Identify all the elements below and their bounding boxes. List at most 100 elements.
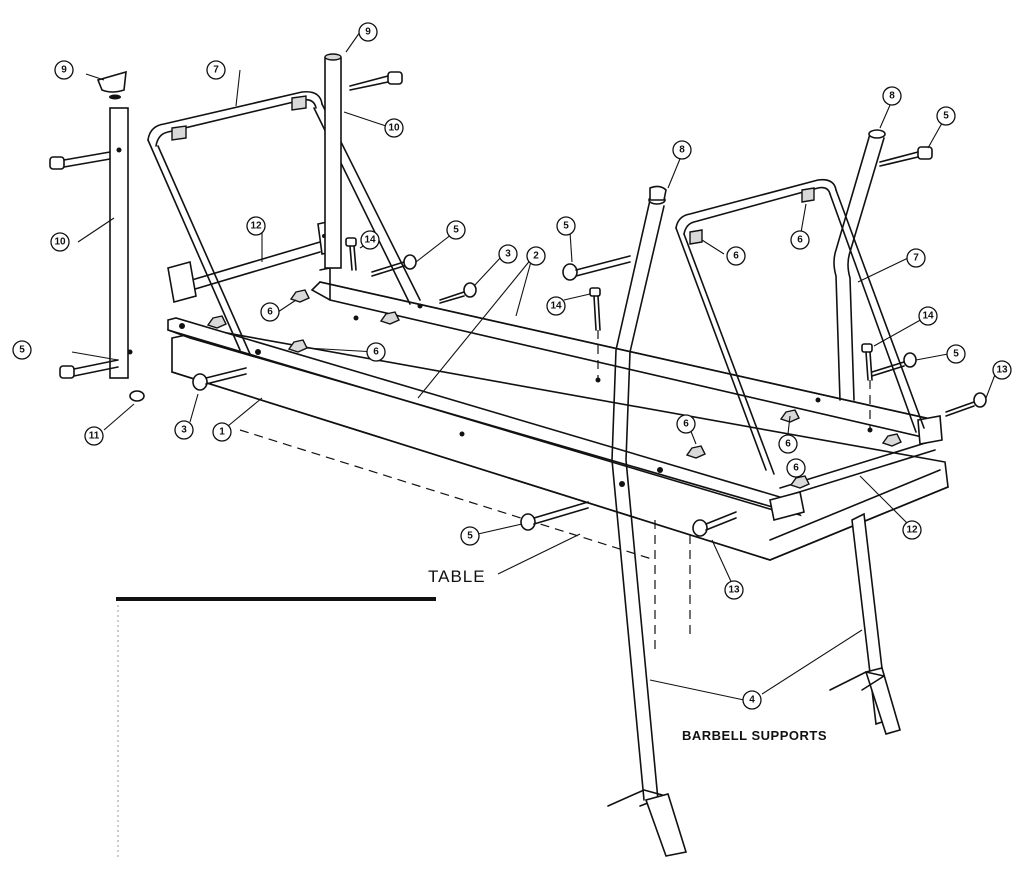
svg-text:3: 3 [181, 425, 187, 436]
svg-text:12: 12 [250, 221, 262, 232]
svg-text:6: 6 [793, 463, 799, 474]
callout-5-bottom: 5 [460, 526, 480, 546]
callout-10-left: 10 [50, 232, 70, 252]
svg-text:11: 11 [89, 431, 100, 442]
callout-6-center: 6 [676, 414, 696, 434]
bolt-14-left [345, 237, 357, 271]
callout-13-bottom: 13 [724, 580, 744, 600]
svg-text:12: 12 [906, 525, 918, 536]
barbell-supports-label: BARBELL SUPPORTS [682, 728, 827, 743]
svg-text:5: 5 [563, 221, 569, 232]
callout-5-center: 5 [446, 220, 466, 240]
svg-text:5: 5 [943, 111, 949, 122]
svg-text:7: 7 [213, 65, 219, 76]
callout-2: 2 [526, 246, 546, 266]
right-backrest-frame [675, 178, 925, 475]
bolt-top-center [349, 71, 403, 91]
svg-text:9: 9 [365, 27, 371, 38]
callout-3-center: 3 [498, 244, 518, 264]
barbell-support-left [607, 185, 688, 857]
callout-8-center: 8 [672, 140, 692, 160]
callout-6-right-top: 6 [726, 246, 746, 266]
bolt-5-right-side [871, 352, 917, 377]
callout-8-top: 8 [882, 86, 902, 106]
callout-14-center: 14 [546, 296, 566, 316]
text-labels: TABLE BARBELL SUPPORTS [428, 567, 827, 743]
bolt-5-right-top [879, 146, 933, 167]
svg-text:6: 6 [267, 307, 273, 318]
bolt-5-bottom [520, 501, 589, 531]
scan-border [116, 597, 436, 860]
callout-1: 1 [212, 422, 232, 442]
callout-6-right-frame: 6 [790, 230, 810, 250]
svg-text:5: 5 [453, 225, 459, 236]
bolt-5-left-lower [59, 359, 119, 379]
callout-9-left: 9 [54, 60, 74, 80]
callout-9-top: 9 [358, 22, 378, 42]
svg-text:6: 6 [683, 419, 689, 430]
svg-text:3: 3 [505, 249, 511, 260]
callout-11: 11 [84, 426, 104, 446]
callout-6-right-bottom: 6 [786, 458, 806, 478]
callout-5-right-top: 5 [936, 106, 956, 126]
bolt-14-right [861, 343, 873, 430]
callout-5-left-lower: 5 [12, 340, 32, 360]
bolt-13-right [945, 392, 987, 417]
callout-12-right: 12 [902, 520, 922, 540]
bolt-5-right-middle [562, 255, 631, 281]
front-rail [167, 317, 802, 517]
callout-6-left-a: 6 [260, 302, 280, 322]
svg-text:6: 6 [373, 347, 379, 358]
svg-text:10: 10 [54, 237, 66, 248]
bolt-13-bottom [692, 511, 737, 537]
callout-7-left: 7 [206, 60, 226, 80]
bolt-14-center [589, 287, 601, 380]
svg-text:14: 14 [922, 311, 934, 322]
svg-text:5: 5 [467, 531, 473, 542]
svg-text:13: 13 [996, 365, 1008, 376]
callout-14-right: 14 [918, 306, 938, 326]
svg-text:14: 14 [364, 235, 376, 246]
svg-text:13: 13 [728, 585, 740, 596]
callout-13-right: 13 [992, 360, 1012, 380]
svg-text:6: 6 [733, 251, 739, 262]
left-upright-post [109, 107, 145, 402]
callout-4: 4 [742, 690, 762, 710]
svg-text:6: 6 [797, 235, 803, 246]
callout-12-left: 12 [246, 216, 266, 236]
left-cap [96, 70, 127, 100]
svg-text:6: 6 [785, 439, 791, 450]
callout-5-right-side: 5 [946, 344, 966, 364]
svg-text:14: 14 [550, 301, 562, 312]
callout-14-left: 14 [360, 230, 380, 250]
svg-text:10: 10 [388, 123, 400, 134]
callout-5-right-middle: 5 [556, 216, 576, 236]
callout-6-left-b: 6 [366, 342, 386, 362]
svg-text:5: 5 [19, 345, 25, 356]
bolt-3-center [439, 282, 477, 304]
svg-text:9: 9 [61, 65, 67, 76]
svg-text:8: 8 [679, 145, 685, 156]
callout-7-right: 7 [906, 248, 926, 268]
svg-text:2: 2 [533, 251, 539, 262]
left-backrest-frame [147, 90, 421, 355]
callout-3-front: 3 [174, 420, 194, 440]
callout-10-top: 10 [384, 118, 404, 138]
table-label: TABLE [428, 567, 486, 586]
callouts: 9 9 7 10 8 5 8 10 12 14 5 3 2 5 6 6 7 14… [12, 22, 1012, 710]
bolt-5-left-upper [49, 151, 111, 170]
callout-6-right-lower: 6 [778, 434, 798, 454]
svg-text:1: 1 [219, 427, 225, 438]
bolt-5-center [371, 254, 417, 277]
table [171, 329, 949, 650]
bolts [49, 71, 987, 537]
svg-text:8: 8 [889, 91, 895, 102]
center-upright-post [324, 53, 342, 269]
right-upright-post [833, 129, 886, 401]
svg-text:7: 7 [913, 253, 919, 264]
svg-text:5: 5 [953, 349, 959, 360]
bolt-3-front [192, 367, 247, 391]
svg-text:4: 4 [749, 695, 755, 706]
barbell-support-right [829, 512, 901, 735]
